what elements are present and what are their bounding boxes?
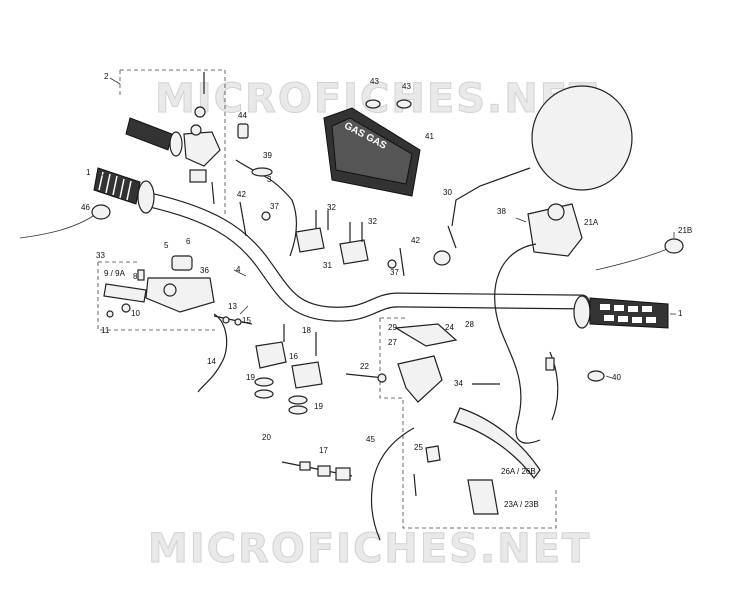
label-1-right: 1 xyxy=(678,309,683,318)
label-18: 18 xyxy=(302,326,311,335)
watermark-bottom: MICROFICHES.NET xyxy=(148,526,591,572)
label-42-a: 42 xyxy=(237,190,246,199)
small-clips xyxy=(239,99,412,277)
label-6: 6 xyxy=(186,237,191,246)
label-24: 24 xyxy=(445,323,454,332)
label-17: 17 xyxy=(319,446,328,455)
label-8: 8 xyxy=(133,272,138,281)
label-27: 27 xyxy=(388,338,397,347)
label-20: 20 xyxy=(262,433,271,442)
clutch-lever-assembly xyxy=(345,323,541,515)
label-39: 39 xyxy=(263,151,272,160)
label-15: 15 xyxy=(242,316,251,325)
label-31: 31 xyxy=(323,261,332,270)
label-40: 40 xyxy=(612,373,621,382)
label-43-a: 43 xyxy=(370,77,379,86)
right-grip xyxy=(573,295,669,329)
watermark-top: MICROFICHES.NET xyxy=(155,76,598,122)
label-26a-26b: 26A / 26B xyxy=(501,467,536,476)
handlebar-pad: GAS GAS xyxy=(323,107,421,197)
label-33: 33 xyxy=(96,251,105,260)
label-32-a: 32 xyxy=(327,203,336,212)
label-36: 36 xyxy=(200,266,209,275)
kill-switch-left xyxy=(19,204,111,239)
label-19-a: 19 xyxy=(246,373,255,382)
upper-clamps xyxy=(295,210,369,265)
throttle-assembly xyxy=(125,72,221,205)
label-22: 22 xyxy=(360,362,369,371)
label-2: 2 xyxy=(104,72,109,81)
group-box-clutch-lever xyxy=(379,317,557,529)
label-19-b: 19 xyxy=(314,402,323,411)
label-3: 3 xyxy=(267,175,272,184)
label-28: 28 xyxy=(465,320,474,329)
label-21a: 21A xyxy=(584,218,599,227)
label-9-9a: 9 / 9A xyxy=(104,269,126,278)
leader-lines xyxy=(95,77,676,379)
label-43-b: 43 xyxy=(402,82,411,91)
label-42-b: 42 xyxy=(411,236,420,245)
label-4: 4 xyxy=(236,265,241,274)
label-30: 30 xyxy=(443,188,452,197)
label-37-a: 37 xyxy=(270,202,279,211)
label-14: 14 xyxy=(207,357,216,366)
label-21b: 21B xyxy=(678,226,692,235)
label-37-b: 37 xyxy=(390,268,399,277)
label-13: 13 xyxy=(228,302,237,311)
label-32-b: 32 xyxy=(368,217,377,226)
label-44: 44 xyxy=(238,111,247,120)
label-38: 38 xyxy=(497,207,506,216)
brake-hose xyxy=(197,313,253,393)
label-11: 11 xyxy=(101,326,110,335)
spacer-kit xyxy=(281,461,353,481)
label-5: 5 xyxy=(164,241,169,250)
label-29: 29 xyxy=(388,323,397,332)
throttle-cable xyxy=(235,123,298,257)
brake-master-cylinder xyxy=(103,255,215,318)
lower-clamps xyxy=(254,324,323,415)
label-25: 25 xyxy=(414,443,423,452)
label-34: 34 xyxy=(454,379,463,388)
label-1-left: 1 xyxy=(86,168,91,177)
label-46: 46 xyxy=(81,203,90,212)
right-switch xyxy=(494,203,684,444)
label-45: 45 xyxy=(366,435,375,444)
group-box-brake-master xyxy=(97,261,215,331)
label-16: 16 xyxy=(289,352,298,361)
part-labels: 1 1 2 3 4 5 6 8 9 / 9A 10 11 13 14 15 16… xyxy=(81,72,692,509)
mirror xyxy=(433,85,633,266)
label-23a-23b: 23A / 23B xyxy=(504,500,539,509)
label-10: 10 xyxy=(131,309,140,318)
clutch-cable xyxy=(370,427,415,541)
label-41: 41 xyxy=(425,132,434,141)
handlebar xyxy=(142,192,590,322)
